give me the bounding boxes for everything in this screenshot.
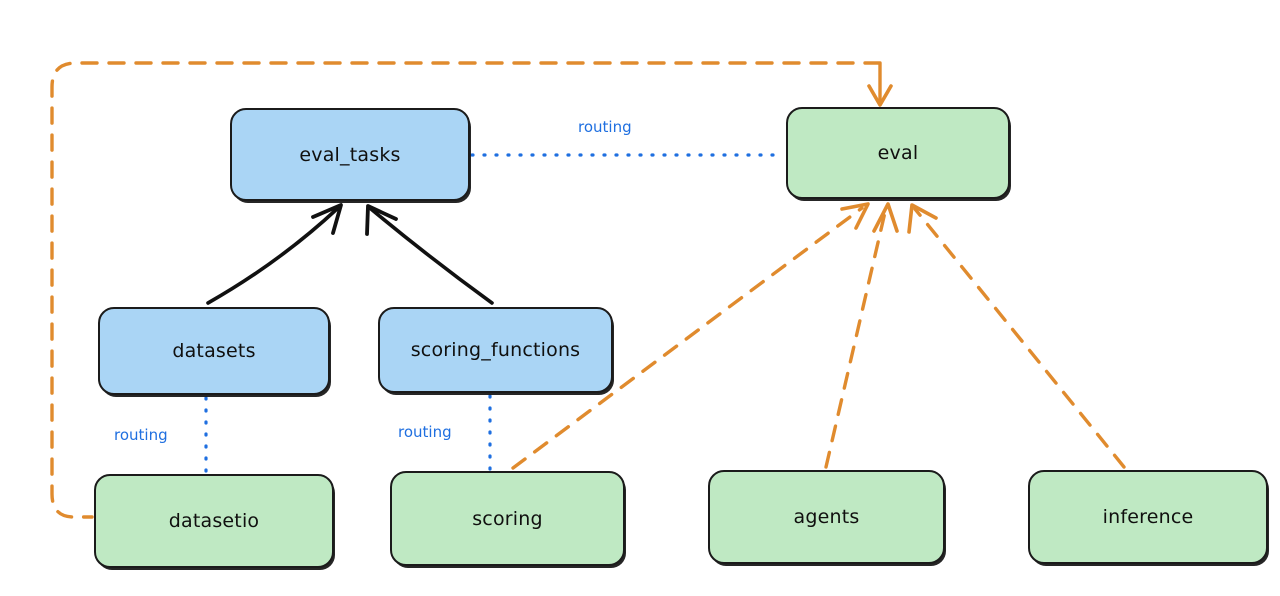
node-label-scoring-functions: scoring_functions bbox=[410, 339, 581, 361]
node-scoring-functions[interactable]: scoring_functions bbox=[378, 307, 613, 393]
node-label-eval-tasks: eval_tasks bbox=[299, 143, 401, 166]
node-label-datasetio: datasetio bbox=[168, 510, 260, 532]
edge-datasets-to-eval-tasks bbox=[206, 203, 343, 305]
node-eval[interactable]: eval bbox=[786, 107, 1010, 199]
node-agents[interactable]: agents bbox=[708, 470, 945, 564]
edge-scoring-functions-to-eval-tasks bbox=[365, 204, 494, 305]
edge-label-routing-datasets: routing bbox=[114, 426, 168, 444]
node-label-datasets: datasets bbox=[172, 340, 256, 362]
node-label-eval: eval bbox=[877, 142, 919, 164]
node-datasetio[interactable]: datasetio bbox=[94, 474, 334, 568]
node-label-agents: agents bbox=[793, 506, 860, 528]
edge-agents-to-eval bbox=[824, 202, 899, 469]
edge-label-routing-eval-tasks: routing bbox=[578, 118, 632, 136]
node-scoring[interactable]: scoring bbox=[390, 471, 625, 566]
node-inference[interactable]: inference bbox=[1028, 470, 1268, 564]
edge-eval-to-datasetio bbox=[50, 61, 893, 519]
node-label-scoring: scoring bbox=[472, 507, 543, 530]
node-eval-tasks[interactable]: eval_tasks bbox=[230, 108, 470, 201]
edge-label-routing-scoring-functions: routing bbox=[398, 423, 452, 441]
node-datasets[interactable]: datasets bbox=[98, 307, 330, 395]
edge-inference-to-eval bbox=[907, 203, 1126, 469]
node-label-inference: inference bbox=[1102, 506, 1194, 528]
